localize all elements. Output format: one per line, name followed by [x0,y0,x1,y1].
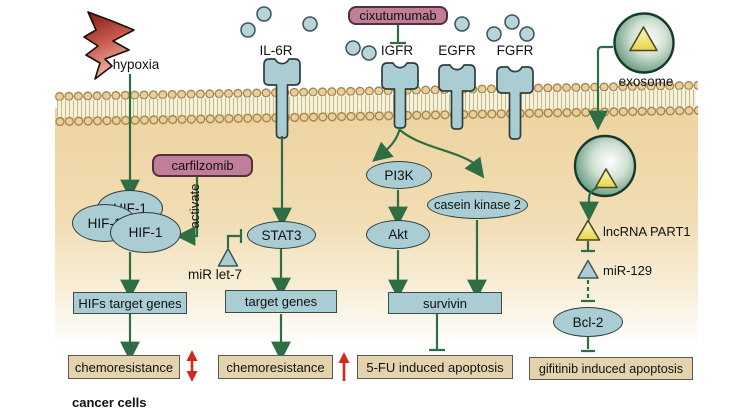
node-akt-label: Akt [388,227,408,242]
vesicle-icon [573,134,637,198]
node-casein-kinase-2: casein kinase 2 [427,191,528,219]
receptor-fgfr-label: FGFR [496,43,534,58]
gifitinib-induced-apoptosis-box: gifitinib induced apoptosis [529,357,693,380]
drug-cixutumumab-box: cixutumumab [348,6,448,25]
receptor-egfr-icon [438,64,476,130]
receptor-egfr-label: EGFR [438,43,476,58]
survivin-box: survivin [388,292,502,314]
drug-carfilzomib-label: carfilzomib [171,158,234,173]
node-pi3k-label: PI3K [384,167,414,183]
hifs-target-genes-box: HIFs target genes [73,292,187,314]
node-bcl2: Bcl-2 [553,307,623,337]
arrow-igfr-to-pi3k [372,127,402,162]
arrow-carfilzomib-activates-hif1 [175,177,199,246]
5fu-induced-apoptosis-label: 5-FU induced apoptosis [366,359,504,375]
chemoresistance-updown-arrow-icon [186,350,198,382]
arrow-exosome-uptake [588,45,613,131]
survivin-label: survivin [422,295,468,311]
exosome-label: exosome [618,74,674,89]
receptor-il6r-icon [263,58,301,139]
node-bcl2-label: Bcl-2 [572,314,604,330]
exosome-cargo-triangle-icon [629,26,658,52]
target-genes-label: target genes [244,294,318,309]
lncrna-part1-label: lncRNA PART1 [603,224,691,239]
receptor-il6r-label: IL-6R [259,43,293,58]
mir-129-label: miR-129 [603,263,653,278]
drug-carfilzomib-box: carfilzomib [152,154,253,177]
inhibit-cixutumumab-igfr [390,24,406,45]
inhibit-lncrna-part1-mir129 [581,241,595,253]
receptor-igfr-icon [381,62,419,129]
ligand-icons [240,6,535,61]
cancer-cells-label: cancer cells [72,395,147,410]
hifs-target-genes-label: HIFs target genes [78,295,182,311]
chemoresistance-stat3-label: chemoresistance [226,359,325,375]
chemoresistance-stat3-box: chemoresistance [218,355,333,379]
lncrna-part1-triangle-icon [575,219,601,241]
5fu-induced-apoptosis-box: 5-FU induced apoptosis [357,355,513,379]
chemoresistance-up-arrow-icon [338,352,350,381]
drug-cixutumumab-label: cixutumumab [359,8,437,23]
node-akt: Akt [366,220,430,249]
inhibit-bcl2-gifitinib-apoptosis [581,337,595,353]
arrow-igfr-to-casein-kinase-2 [399,129,485,179]
hypoxia-lightning-icon [83,11,135,80]
chemoresistance-hif-box: chemoresistance [68,355,180,379]
node-stat3-label: STAT3 [261,227,302,243]
inhibit-mir-let7-stat3 [226,229,243,248]
arrow-vesicle-to-lncrna-part1 [579,185,600,222]
hypoxia-label: hypoxia [112,57,160,72]
node-hif1-front: HIF-1 [110,212,181,253]
mir-let7-label: miR let-7 [187,267,242,282]
mir-let7-triangle-icon [217,247,239,267]
receptor-fgfr-icon [496,66,534,140]
receptor-igfr-label: IGFR [380,43,414,58]
node-pi3k: PI3K [366,161,432,189]
mir-129-triangle-icon [577,259,599,279]
vesicle-cargo-triangle-icon [594,168,618,189]
gifitinib-induced-apoptosis-label: gifitinib induced apoptosis [538,361,684,376]
activate-label: activate [187,183,202,229]
target-genes-box: target genes [225,290,337,313]
inhibit-survivin-5fu-apoptosis [429,314,445,352]
node-stat3: STAT3 [247,221,316,249]
chemoresistance-hif-label: chemoresistance [74,359,174,375]
node-casein-kinase-2-label: casein kinase 2 [434,198,521,212]
node-hif1-label: HIF-1 [128,225,163,240]
